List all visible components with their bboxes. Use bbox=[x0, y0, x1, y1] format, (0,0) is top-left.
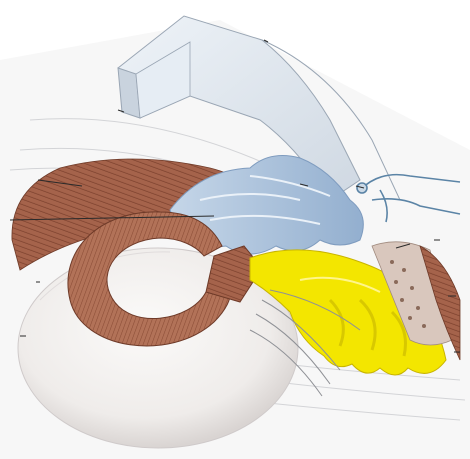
anatomy-diagram bbox=[0, 0, 470, 459]
